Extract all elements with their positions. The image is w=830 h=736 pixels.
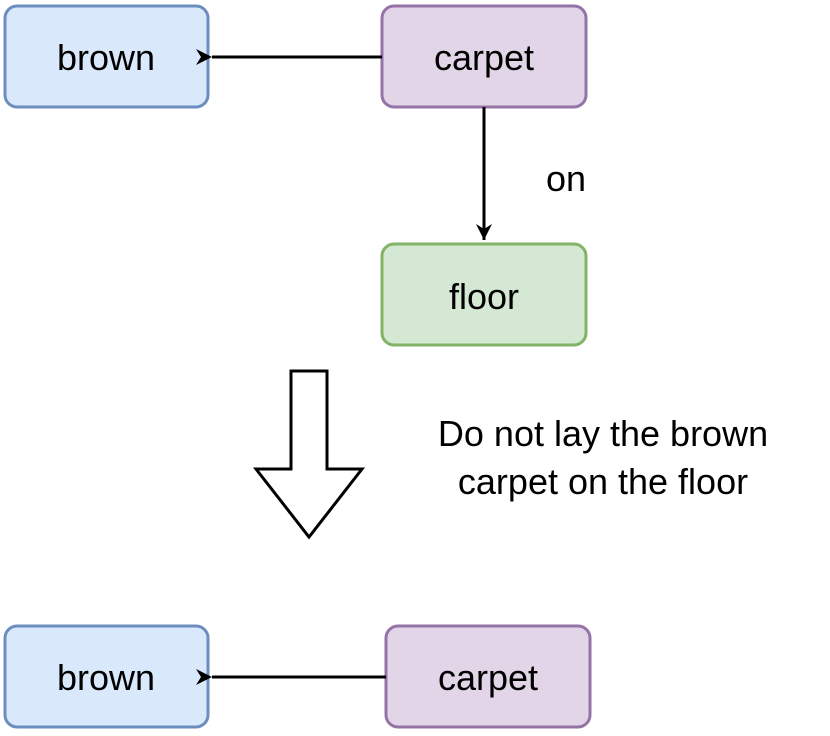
transform-section: Do not lay the brown carpet on the floor	[252, 369, 768, 540]
top-carpet-node[interactable]: carpet	[380, 4, 588, 109]
top-floor-label: floor	[449, 276, 519, 317]
bottom-brown-node[interactable]: brown	[3, 624, 210, 729]
transform-caption-line-2: carpet on the floor	[458, 461, 748, 502]
edge-label-on: on	[546, 158, 586, 199]
top-graph: brown carpet floor on	[3, 4, 588, 347]
bottom-graph: brown carpet	[3, 624, 592, 729]
top-brown-node[interactable]: brown	[3, 4, 210, 109]
transform-caption-line-1: Do not lay the brown	[438, 413, 768, 454]
top-carpet-label: carpet	[434, 37, 534, 78]
bottom-carpet-label: carpet	[438, 657, 538, 698]
bottom-carpet-node[interactable]: carpet	[384, 624, 592, 729]
bottom-brown-label: brown	[57, 657, 155, 698]
top-floor-box	[380, 242, 588, 347]
top-brown-label: brown	[57, 37, 155, 78]
transform-down-arrow	[252, 369, 366, 540]
top-floor-node[interactable]: floor	[380, 242, 588, 347]
